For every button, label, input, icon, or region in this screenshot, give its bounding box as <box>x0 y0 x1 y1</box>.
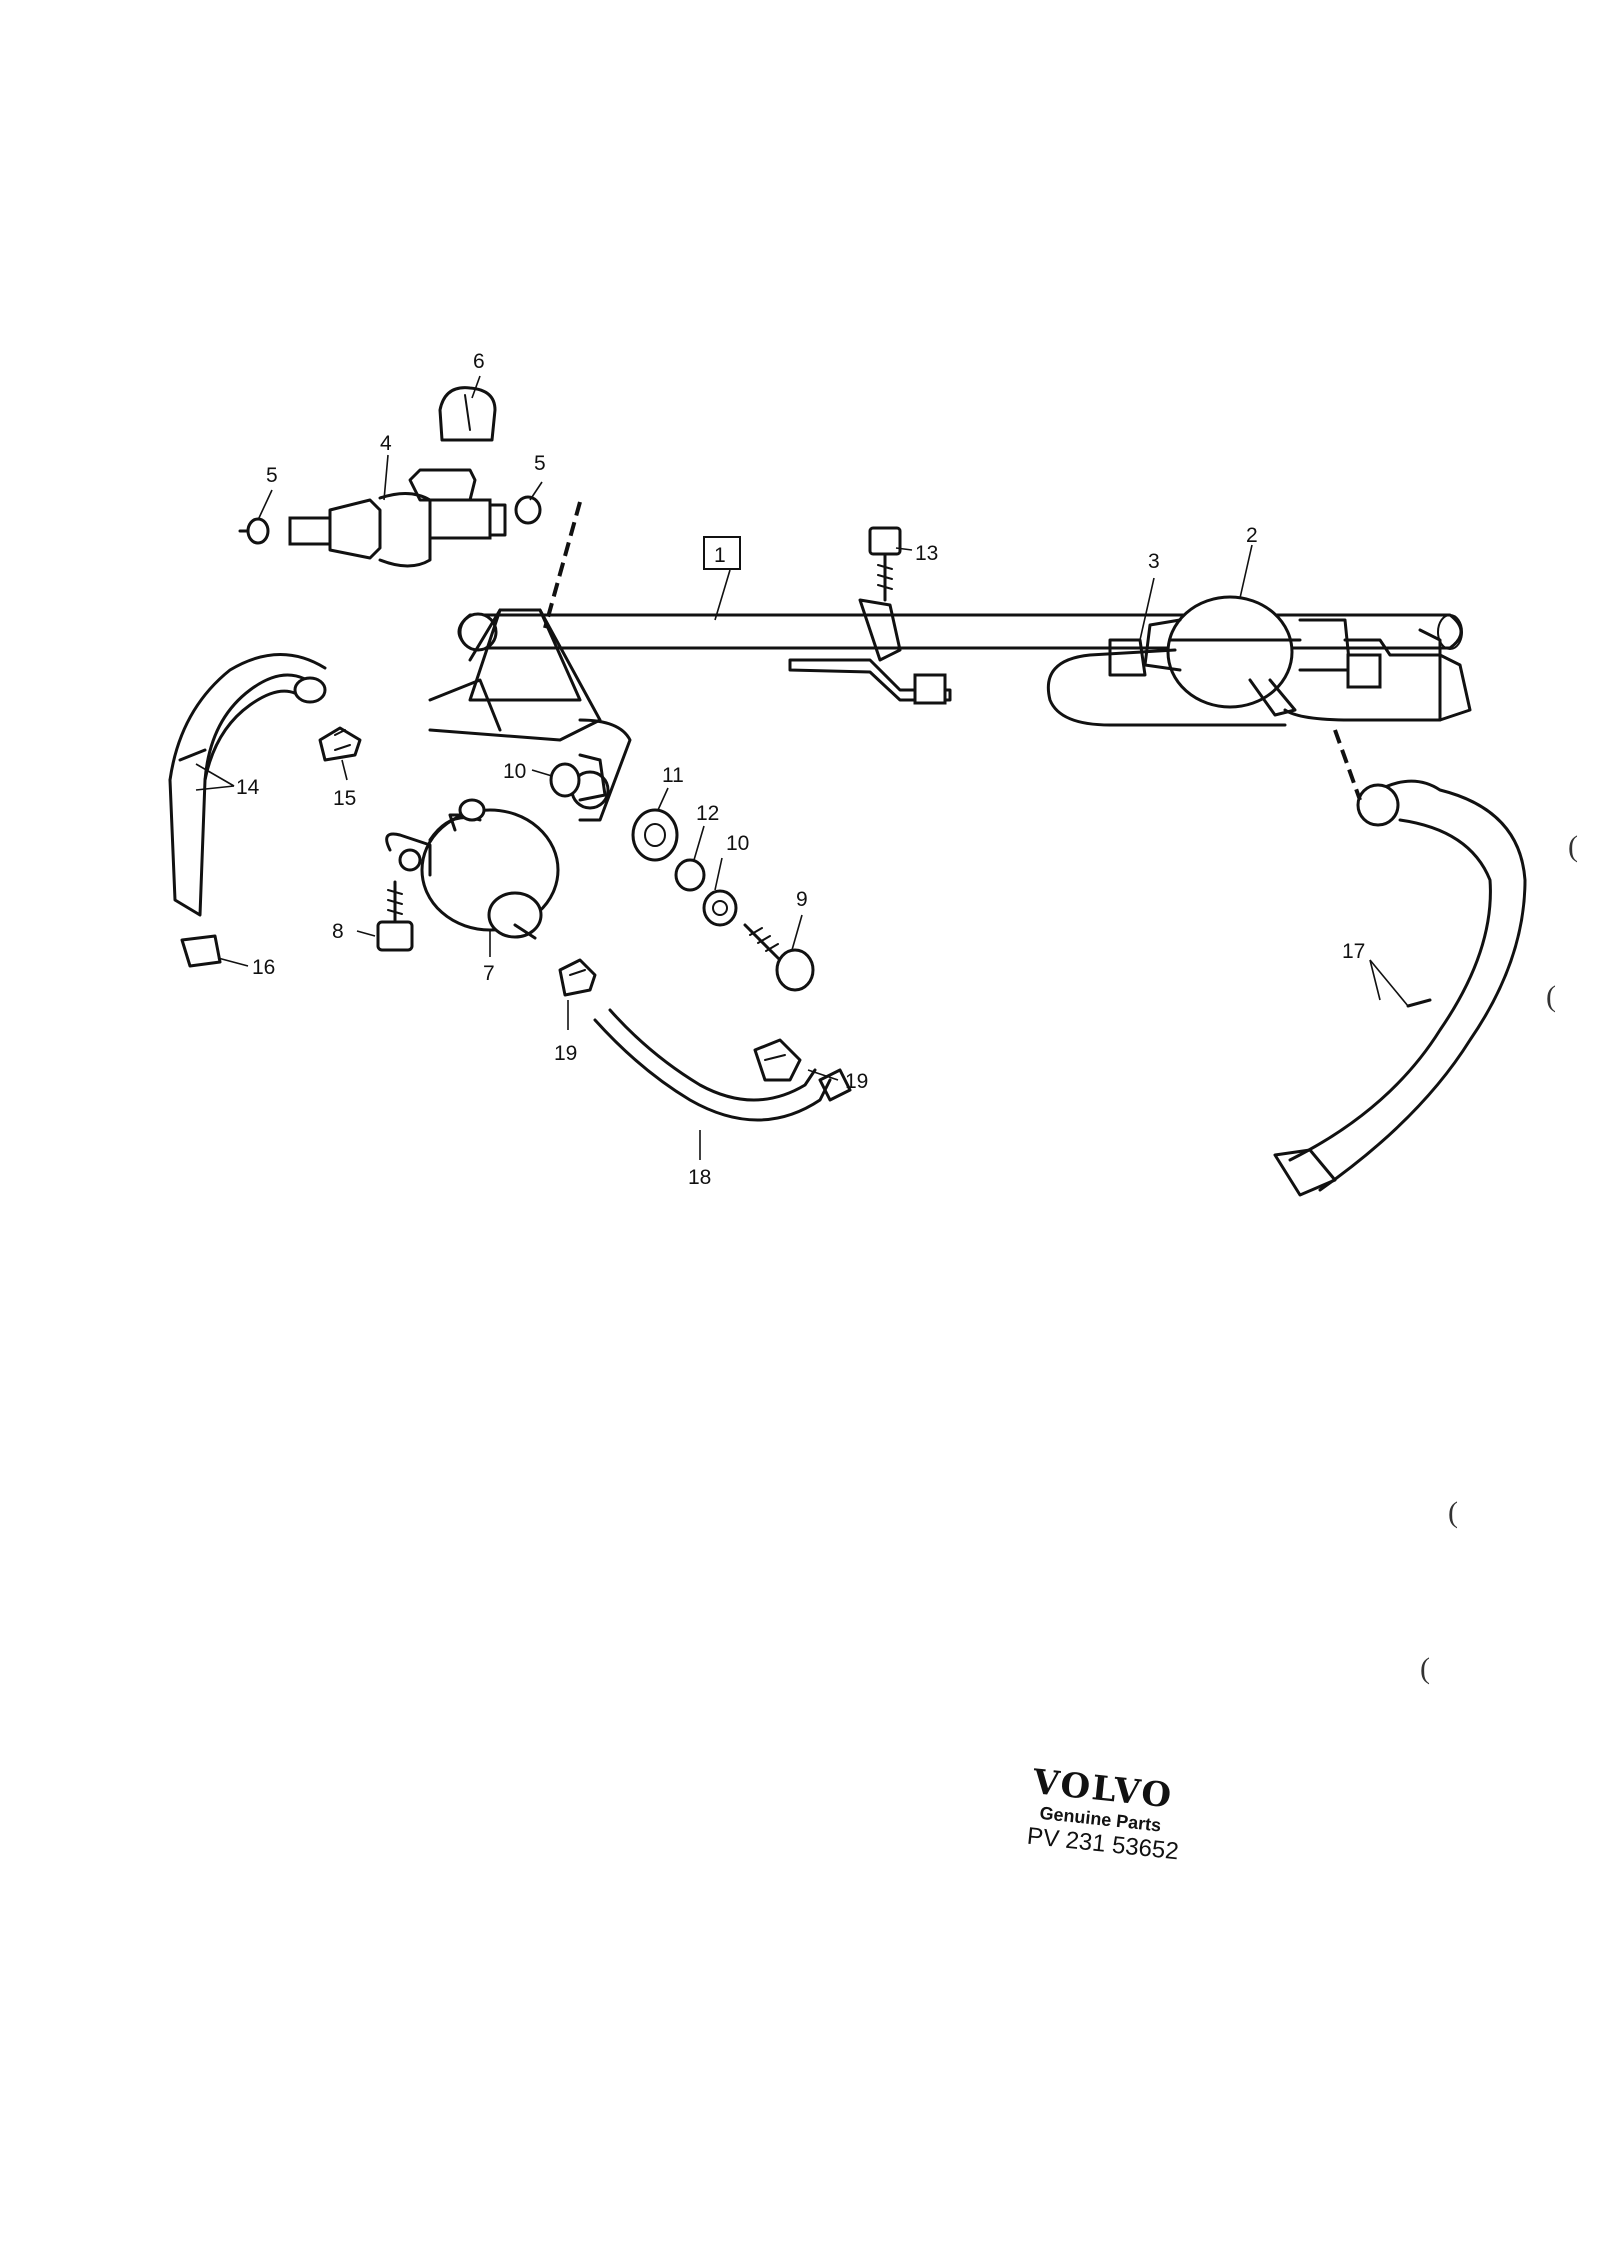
bolt-8 <box>376 880 414 952</box>
callout-1: 1 <box>714 544 726 567</box>
callout-11: 11 <box>662 764 684 787</box>
callout-6: 6 <box>473 350 485 373</box>
margin-mark-4: ( <box>1420 1652 1430 1685</box>
callout-15: 15 <box>333 787 356 810</box>
hose-17 <box>1273 779 1527 1197</box>
pressure-damper <box>1046 595 1472 727</box>
fuel-injector <box>238 386 542 568</box>
margin-mark-3: ( <box>1448 1496 1458 1529</box>
callout-8: 8 <box>332 920 344 943</box>
mounting-hardware <box>549 753 815 992</box>
callout-labels: 1 2 3 4 5 5 6 7 8 9 10 10 11 12 13 14 15… <box>236 350 1365 1189</box>
bolt-13 <box>868 526 902 602</box>
hose-14 <box>168 653 362 968</box>
callout-16: 16 <box>252 956 275 979</box>
callout-2: 2 <box>1246 524 1258 547</box>
leader-lines <box>195 375 1409 1160</box>
callout-10-upper: 10 <box>503 760 526 783</box>
callout-13: 13 <box>915 542 938 565</box>
callout-12: 12 <box>696 802 719 825</box>
callout-4: 4 <box>380 432 392 455</box>
margin-mark-1: ( <box>1568 830 1578 863</box>
volvo-brand-block: VOLVO Genuine Parts PV 231 53652 <box>1026 1762 1214 1869</box>
callout-17: 17 <box>1342 940 1365 963</box>
assembly-line-injector <box>543 501 582 629</box>
callout-9: 9 <box>796 888 808 911</box>
callout-10-lower: 10 <box>726 832 749 855</box>
assembly-line-hose-17 <box>1333 729 1362 801</box>
margin-mark-2: ( <box>1546 980 1556 1013</box>
pressure-regulator <box>385 798 560 940</box>
fuel-rail <box>428 598 1463 822</box>
callout-5-left: 5 <box>266 464 278 487</box>
callout-19-left: 19 <box>554 1042 577 1065</box>
callout-5-right: 5 <box>534 452 546 475</box>
callout-7: 7 <box>483 962 495 985</box>
callout-box-1 <box>703 536 741 570</box>
callout-3: 3 <box>1148 550 1160 573</box>
callout-19-right: 19 <box>845 1070 868 1093</box>
callout-18: 18 <box>688 1166 711 1189</box>
hose-18 <box>558 958 852 1122</box>
callout-14: 14 <box>236 776 260 799</box>
